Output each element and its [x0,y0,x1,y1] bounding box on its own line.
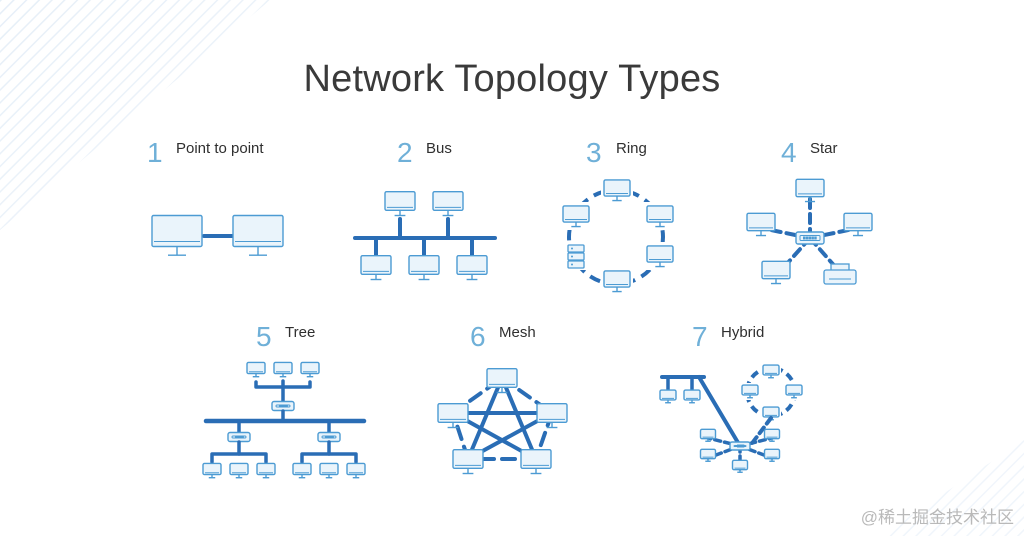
computer-icon [762,364,780,379]
switch-icon [729,441,751,451]
topology-1-number: 1 [147,137,163,168]
computer-icon [273,361,293,378]
topology-5-label: Tree [285,324,316,341]
computer-icon [300,361,320,378]
topology-3-label: Ring [616,140,647,157]
topology-4-label: Star [810,140,838,157]
topology-2-label: Bus [426,140,452,157]
computer-icon [741,384,759,399]
computer-icon [452,449,484,475]
link-line [210,452,268,464]
computer-icon [437,403,469,429]
computer-icon [785,384,803,399]
switch-icon [227,431,251,443]
computer-icon [763,428,781,442]
computer-icon [384,190,416,217]
page-title: Network Topology Types [303,58,721,100]
computer-icon [699,448,717,462]
computer-icon [432,190,464,217]
topology-ring [560,176,676,295]
topology-7-label: Hybrid [721,324,765,341]
computer-icon [292,462,312,479]
computer-icon [408,254,440,281]
computer-icon [346,462,366,479]
computer-icon [151,214,203,256]
computer-icon [699,428,717,442]
topology-6-number: 6 [470,321,486,352]
topology-1-label: Point to point [176,140,264,157]
printer-icon [823,263,857,285]
computer-icon [256,462,276,479]
computer-icon [763,448,781,462]
topology-7-number: 7 [692,321,708,352]
topology-bus [353,190,497,281]
switch-icon [795,231,825,245]
computer-icon [795,178,825,203]
computer-icon [536,403,568,429]
computer-icon [246,361,266,378]
computer-icon [562,205,590,228]
switch-icon [271,400,295,412]
topology-3-number: 3 [586,137,602,168]
computer-icon [360,254,392,281]
computer-icon [486,368,518,394]
computer-icon [646,245,674,268]
link-line [300,452,358,464]
computer-icon [229,462,249,479]
computer-icon [761,260,791,285]
topology-4-number: 4 [781,137,797,168]
topology-6-label: Mesh [499,324,536,341]
computer-icon [232,214,284,256]
computer-icon [319,462,339,479]
switch-icon [317,431,341,443]
server-icon [567,244,585,269]
computer-icon [603,179,631,202]
computer-icon [603,270,631,293]
computer-icon [202,462,222,479]
computer-icon [646,205,674,228]
computer-icon [683,389,701,404]
topology-2-number: 2 [397,137,413,168]
computer-icon [731,459,749,473]
computer-icon [520,449,552,475]
computer-icon [746,212,776,237]
topology-point-to-point [151,214,284,256]
computer-icon [456,254,488,281]
topology-mesh [437,368,568,475]
topology-hybrid [659,363,804,473]
watermark: @稀土掘金技术社区 [860,508,1014,527]
topology-5-number: 5 [256,321,272,352]
computer-icon [843,212,873,237]
mesh-inner-link [466,376,504,461]
computer-icon [659,389,677,404]
topology-tree [202,361,367,479]
mesh-inner-link [500,376,538,461]
link-line [697,375,742,448]
topology-star [746,178,873,285]
